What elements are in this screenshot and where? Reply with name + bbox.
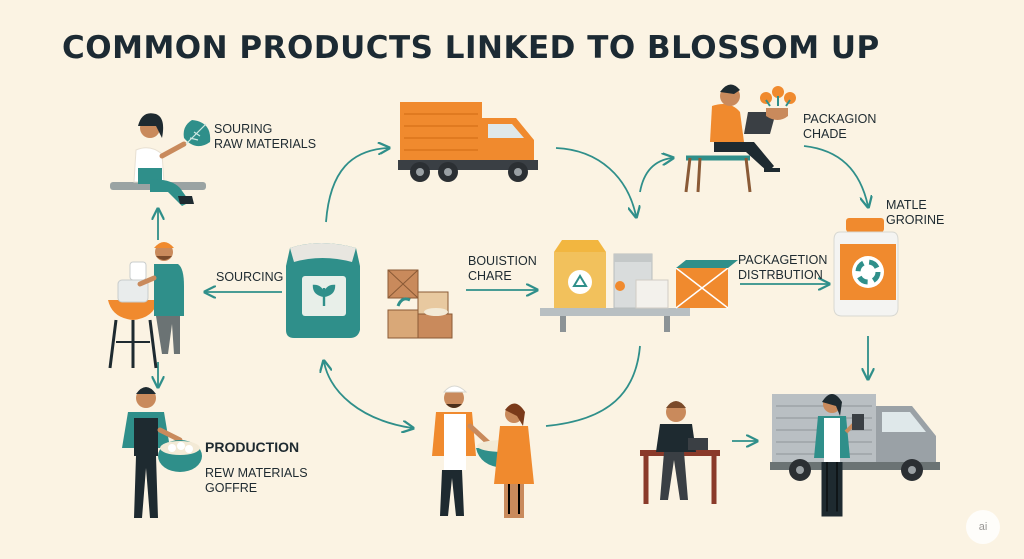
arrow-loop-right (545, 345, 641, 427)
label-line: DISTRBUTION (738, 268, 823, 282)
person-sitting-icon (110, 113, 211, 206)
label-line: GRORINE (886, 213, 945, 227)
label-line: CHARE (468, 269, 512, 283)
bakers-icon (432, 385, 534, 518)
watermark-badge: ai (966, 510, 1000, 544)
label-production: PRODUCTION (205, 440, 299, 455)
product-jar-icon (833, 218, 899, 317)
arrow-shelf-to-worker (639, 158, 672, 193)
label-sourcing: SOURCING (216, 270, 283, 285)
label-line: RAW MATERIALS (214, 137, 317, 151)
flow-arrows (158, 146, 868, 441)
label-line: PACKAGION (803, 112, 877, 126)
person-desk-icon (640, 401, 720, 504)
label-line: PRODUCTION (205, 439, 300, 455)
person-grill-icon (108, 242, 184, 369)
label-sourcing-raw-materials: SOURING RAW MATERIALS (214, 122, 316, 152)
delivery-truck-icon (398, 102, 538, 182)
person-production-icon (122, 387, 202, 518)
label-line: SOURCING (216, 270, 284, 284)
product-shelf-icon (540, 240, 738, 332)
label-packaging-chade: PACKAGION CHADE (803, 112, 876, 142)
label-rew-materials-goffre: REW MATERIALS GOFFRE (205, 466, 308, 496)
arrow-chade-to-jar (803, 145, 868, 206)
boxes-stack-icon (387, 269, 453, 339)
label-packagetion-distribution: PACKAGETION DISTRBUTION (738, 253, 827, 283)
label-line: CHADE (803, 127, 847, 141)
label-line: REW MATERIALS (205, 466, 308, 480)
arrow-bag-to-truck (325, 148, 388, 223)
arrow-truck-to-shelf (555, 147, 636, 216)
label-line: GOFFRE (205, 481, 258, 495)
delivery-van-icon (770, 394, 940, 517)
label-line: BOUISTION (468, 254, 537, 268)
person-laptop-icon (684, 84, 796, 193)
arrow-loop-left (324, 362, 412, 428)
label-bouistion-chare: BOUISTION CHARE (468, 254, 537, 284)
label-line: PACKAGETION (738, 253, 828, 267)
product-bag-icon (286, 243, 360, 338)
label-line: SOURING (214, 122, 273, 136)
label-line: MATLE (886, 198, 927, 212)
label-matle-grorine: MATLE GRORINE (886, 198, 944, 228)
diagram-title: COMMON PRODUCTS LINKED TO BLOSSOM UP (62, 30, 880, 66)
